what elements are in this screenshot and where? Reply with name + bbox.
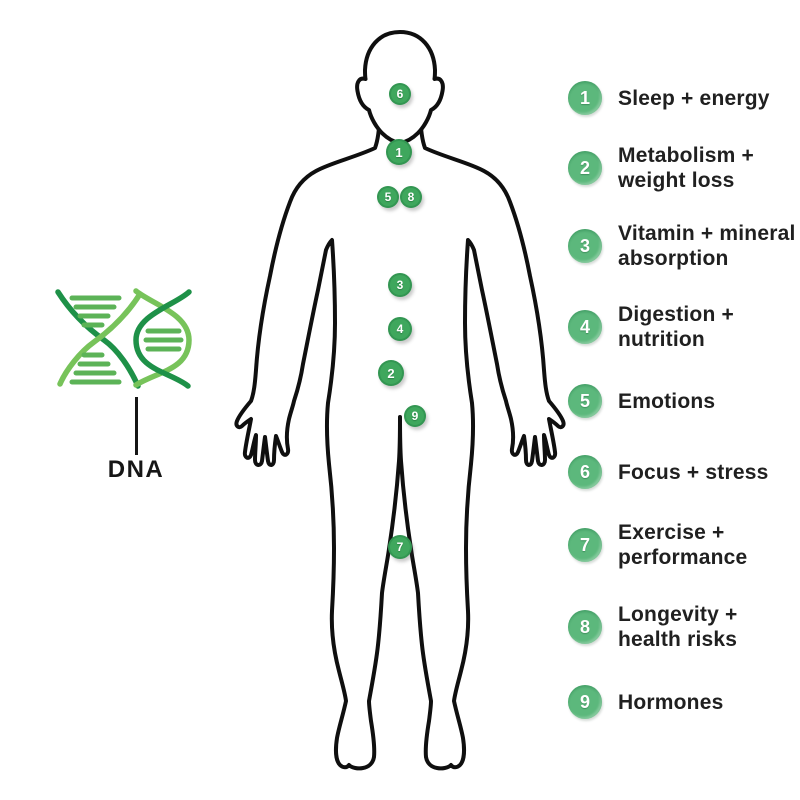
legend-item-label: Sleep + energy	[618, 86, 770, 110]
body-marker-5: 5	[377, 186, 399, 208]
body-marker-6: 6	[389, 83, 411, 105]
dna-rungs	[143, 328, 184, 352]
dna-right-helix	[133, 288, 192, 389]
legend-item-8: 8 Longevity + health risks	[568, 602, 737, 652]
legend-item-label: Hormones	[618, 690, 724, 714]
body-marker-9: 9	[404, 405, 426, 427]
legend-item-3: 3 Vitamin + mineral absorption	[568, 221, 796, 271]
body-marker-1: 1	[386, 139, 412, 165]
body-marker-7: 7	[388, 535, 412, 559]
legend-item-9: 9 Hormones	[568, 685, 723, 719]
body-marker-8: 8	[400, 186, 422, 208]
legend-item-5: 5 Emotions	[568, 384, 715, 418]
legend-number-badge: 6	[568, 455, 602, 489]
dna-left-helix	[55, 289, 143, 389]
legend-item-4: 4 Digestion + nutrition	[568, 302, 734, 352]
legend-item-2: 2 Metabolism + weight loss	[568, 143, 754, 193]
legend-number-badge: 3	[568, 229, 602, 263]
legend-number-badge: 1	[568, 81, 602, 115]
body-marker-3: 3	[388, 273, 412, 297]
dna-strand-light	[57, 291, 143, 387]
legend-item-label: Metabolism + weight loss	[618, 144, 755, 192]
legend-number-badge: 5	[568, 384, 602, 418]
dna-strand-dark	[55, 289, 141, 389]
body-marker-2: 2	[378, 360, 404, 386]
legend-item-1: 1 Sleep + energy	[568, 81, 770, 115]
dna-double-helix-icon	[55, 288, 192, 389]
legend-item-label: Focus + stress	[618, 460, 769, 484]
legend-item-6: 6 Focus + stress	[568, 455, 768, 489]
legend-item-label: Emotions	[618, 389, 716, 413]
dna-label: DNA	[107, 456, 165, 483]
legend-number-badge: 9	[568, 685, 602, 719]
dna-strand-light	[133, 288, 192, 388]
legend-item-label: Exercise + performance	[618, 521, 748, 569]
legend-item-label: Digestion + nutrition	[618, 303, 734, 351]
dna-connector-line	[135, 397, 138, 455]
legend-number-badge: 7	[568, 528, 602, 562]
legend-number-badge: 2	[568, 151, 602, 185]
legend-number-badge: 8	[568, 610, 602, 644]
legend-item-label: Longevity + health risks	[618, 603, 738, 651]
dna-strand-dark	[133, 289, 192, 389]
body-silhouette	[234, 114, 566, 771]
legend-item-7: 7 Exercise + performance	[568, 520, 747, 570]
legend-number-badge: 4	[568, 310, 602, 344]
legend-item-label: Vitamin + mineral absorption	[618, 222, 796, 270]
dna-rungs	[69, 295, 122, 385]
body-marker-4: 4	[388, 317, 412, 341]
human-body-outline	[234, 30, 566, 771]
